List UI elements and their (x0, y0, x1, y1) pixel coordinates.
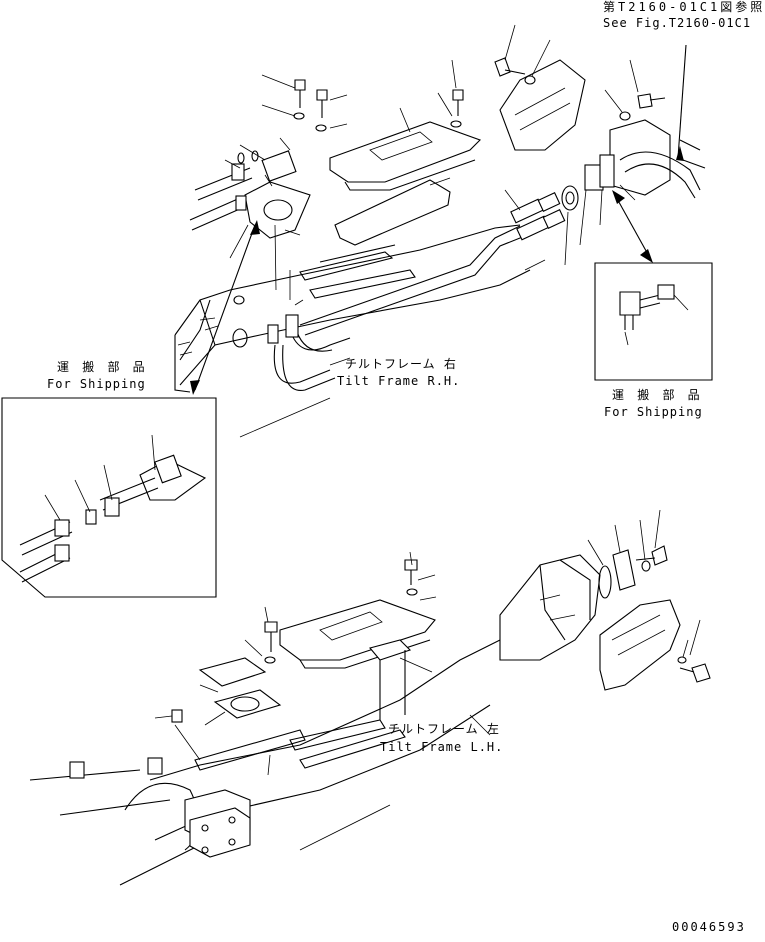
tilt-frame-lh-label-jp: チルトフレーム 左 (388, 722, 500, 736)
shipping-parts-label-left-jp: 運 搬 部 品 (57, 360, 148, 374)
tilt-frame-rh-assembly (174, 24, 706, 438)
tilt-frame-rh-label-jp: チルトフレーム 右 (345, 357, 457, 371)
tilt-frame-lh-assembly (29, 509, 711, 886)
see-figure-label-en: See Fig.T2160-01C1 (603, 16, 752, 30)
drawing-number: 00046593 (672, 920, 746, 934)
shipping-parts-label-right-jp: 運 搬 部 品 (612, 388, 703, 402)
shipping-parts-box-left (1, 397, 217, 598)
see-figure-label-jp: 第T2160-01C1図参照 (603, 0, 765, 14)
shipping-parts-label-right-en: For Shipping (604, 405, 703, 419)
tilt-frame-lh-label-en: Tilt Frame L.H. (380, 740, 504, 754)
shipping-parts-label-left-en: For Shipping (47, 377, 146, 391)
shipping-parts-box-right (594, 262, 713, 381)
tilt-frame-rh-label-en: Tilt Frame R.H. (337, 374, 461, 388)
